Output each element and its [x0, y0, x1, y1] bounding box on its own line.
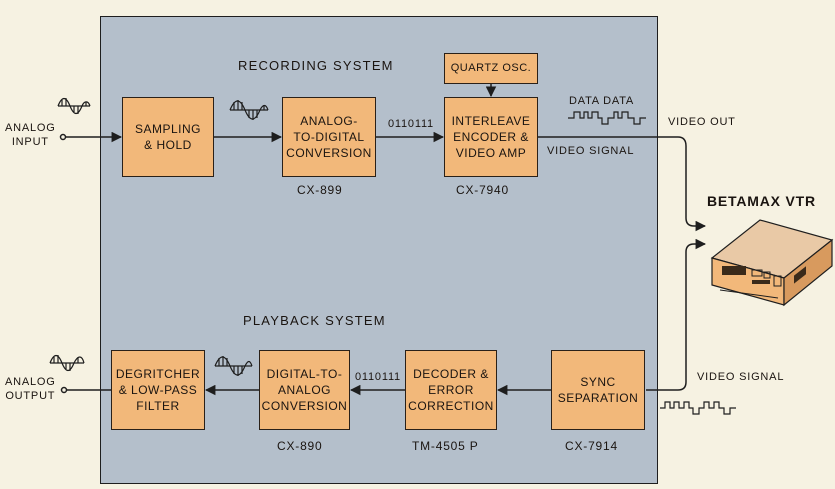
analog-input-label: ANALOG INPUT — [5, 122, 56, 148]
decoder-block: DECODER & ERROR CORRECTION — [405, 350, 497, 430]
analog-output-label: ANALOG OUTPUT — [5, 376, 56, 402]
video-out-label: VIDEO OUT — [668, 116, 736, 128]
playback-system-title: PLAYBACK SYSTEM — [243, 313, 386, 328]
adc-block: ANALOG- TO-DIGITAL CONVERSION — [282, 97, 376, 177]
video-out-connector — [538, 136, 707, 232]
encoder-part-label: CX-7940 — [456, 183, 509, 197]
adc-part-label: CX-899 — [297, 183, 343, 197]
sampled-wave-icon — [229, 100, 269, 120]
vtr-device-icon — [710, 219, 834, 307]
output-terminal — [60, 386, 68, 394]
recording-bits-label: 0110111 — [388, 118, 434, 130]
dac-part-label: CX-890 — [277, 439, 323, 453]
data-label: DATA DATA — [569, 95, 635, 107]
quartz-osc-block: QUARTZ OSC. — [444, 53, 538, 84]
decoder-part-label: TM-4505 P — [412, 439, 479, 453]
input-terminal — [59, 133, 67, 141]
sampled-wave-icon — [214, 356, 253, 376]
degritcher-block: DEGRITCHER & LOW-PASS FILTER — [111, 350, 205, 430]
playback-bits-label: 0110111 — [355, 371, 401, 383]
vtr-playback-connector — [646, 238, 707, 391]
encoder-block: INTERLEAVE ENCODER & VIDEO AMP — [444, 97, 538, 177]
sine-wave-icon — [57, 97, 91, 115]
sync-separation-block: SYNC SEPARATION — [551, 350, 645, 430]
digital-pulse-icon — [660, 401, 736, 415]
digital-pulse-icon — [568, 111, 646, 125]
sync-part-label: CX-7914 — [565, 439, 618, 453]
recording-video-signal-label: VIDEO SIGNAL — [547, 145, 635, 157]
sine-wave-icon — [49, 354, 85, 372]
betamax-vtr-title: BETAMAX VTR — [707, 193, 816, 209]
dac-block: DIGITAL-TO- ANALOG CONVERSION — [259, 350, 350, 430]
playback-video-signal-label: VIDEO SIGNAL — [697, 371, 785, 383]
recording-system-title: RECORDING SYSTEM — [238, 58, 394, 73]
sampling-hold-block: SAMPLING & HOLD — [122, 97, 214, 177]
